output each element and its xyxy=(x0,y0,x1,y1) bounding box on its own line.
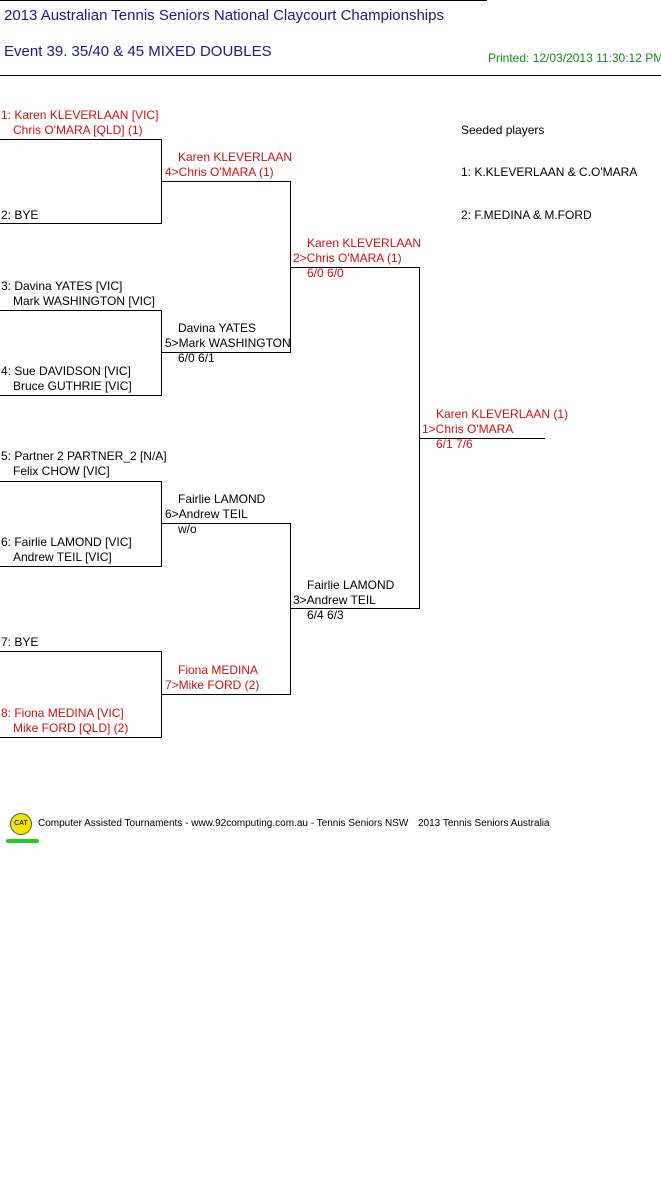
event-title: Event 39. 35/40 & 45 MIXED DOUBLES xyxy=(4,43,272,60)
r1-slot1-line2: Chris O'MARA [QLD] (1) xyxy=(13,123,143,137)
r3-line-2 xyxy=(290,608,419,609)
header-divider xyxy=(0,75,661,76)
r1-slot1-line1: 1: Karen KLEVERLAAN [VIC] xyxy=(1,108,159,122)
r1-slot7-line1: 7: BYE xyxy=(1,635,39,649)
r1-slot6-line1: 6: Fairlie LAMOND [VIC] xyxy=(1,535,132,549)
r3-line-1 xyxy=(290,267,419,268)
r2-connector-2 xyxy=(290,523,291,695)
r2-line-2 xyxy=(161,352,290,353)
final-line xyxy=(419,438,545,439)
final-line2: 1>Chris O'MARA xyxy=(422,422,514,436)
r1-line-8 xyxy=(0,737,161,738)
r1-slot3-line2: Mark WASHINGTON [VIC] xyxy=(13,294,156,308)
r1-line-5 xyxy=(0,481,161,482)
r2-match2-line2: 5>Mark WASHINGTON xyxy=(165,336,291,350)
r2-match4-line1: Fiona MEDINA xyxy=(178,663,259,677)
r3-match1-score: 6/0 6/0 xyxy=(307,266,344,280)
r2-line-3 xyxy=(161,523,290,524)
r1-slot8-line2: Mike FORD [QLD] (2) xyxy=(13,721,129,735)
r3-match1-line1: Karen KLEVERLAAN xyxy=(307,236,422,250)
seed-item-1: 1: K.KLEVERLAAN & C.O'MARA xyxy=(461,165,638,179)
r3-match2-line1: Fairlie LAMOND xyxy=(307,578,395,592)
r2-match4-line2: 7>Mike FORD (2) xyxy=(165,678,260,692)
r2-match1-line1: Karen KLEVERLAAN xyxy=(178,150,293,164)
r1-slot5-line1: 5: Partner 2 PARTNER_2 [N/A] xyxy=(1,449,167,463)
r1-slot4-line2: Bruce GUTHRIE [VIC] xyxy=(13,379,132,393)
r3-match1-line2: 2>Chris O'MARA (1) xyxy=(293,251,402,265)
r1-line-2 xyxy=(0,223,161,224)
cat-logo-icon: CAT xyxy=(10,813,32,835)
r2-line-1 xyxy=(161,181,290,182)
footer-copyright: 2013 Tennis Seniors Australia xyxy=(418,818,550,829)
page-title: 2013 Australian Tennis Seniors National … xyxy=(4,7,444,24)
r1-line-6 xyxy=(0,566,161,567)
r2-match2-score: 6/0 6/1 xyxy=(178,351,215,365)
r1-connector-2 xyxy=(161,310,162,396)
r1-line-3 xyxy=(0,310,161,311)
r1-slot6-line2: Andrew TEIL [VIC] xyxy=(13,550,112,564)
r1-slot3-line1: 3: Davina YATES [VIC] xyxy=(1,279,123,293)
seeds-heading: Seeded players xyxy=(461,123,545,137)
r1-connector-3 xyxy=(161,481,162,567)
r1-slot4-line1: 4: Sue DAVIDSON [VIC] xyxy=(1,364,131,378)
r1-line-1 xyxy=(0,139,161,140)
r1-slot5-line2: Felix CHOW [VIC] xyxy=(13,464,110,478)
r2-line-4 xyxy=(161,694,290,695)
printed-timestamp: Printed: 12/03/2013 11:30:12 PM xyxy=(488,51,661,65)
r1-slot2-line1: 2: BYE xyxy=(1,208,39,222)
r1-line-7 xyxy=(0,651,161,652)
r2-match2-line1: Davina YATES xyxy=(178,321,257,335)
r3-match2-score: 6/4 6/3 xyxy=(307,608,344,622)
r2-match1-line2: 4>Chris O'MARA (1) xyxy=(165,165,274,179)
seed-item-2: 2: F.MEDINA & M.FORD xyxy=(461,208,592,222)
r2-match3-score: w/o xyxy=(178,522,197,536)
final-line1: Karen KLEVERLAAN (1) xyxy=(436,407,569,421)
r3-match2-line2: 3>Andrew TEIL xyxy=(293,593,376,607)
r1-line-4 xyxy=(0,395,161,396)
r2-match3-line1: Fairlie LAMOND xyxy=(178,492,266,506)
logo-underline xyxy=(6,839,39,843)
footer-credit: Computer Assisted Tournaments - www.92co… xyxy=(38,818,409,829)
final-score: 6/1 7/6 xyxy=(436,437,473,451)
r2-match3-line2: 6>Andrew TEIL xyxy=(165,507,248,521)
r1-slot8-line1: 8: Fiona MEDINA [VIC] xyxy=(1,706,124,720)
